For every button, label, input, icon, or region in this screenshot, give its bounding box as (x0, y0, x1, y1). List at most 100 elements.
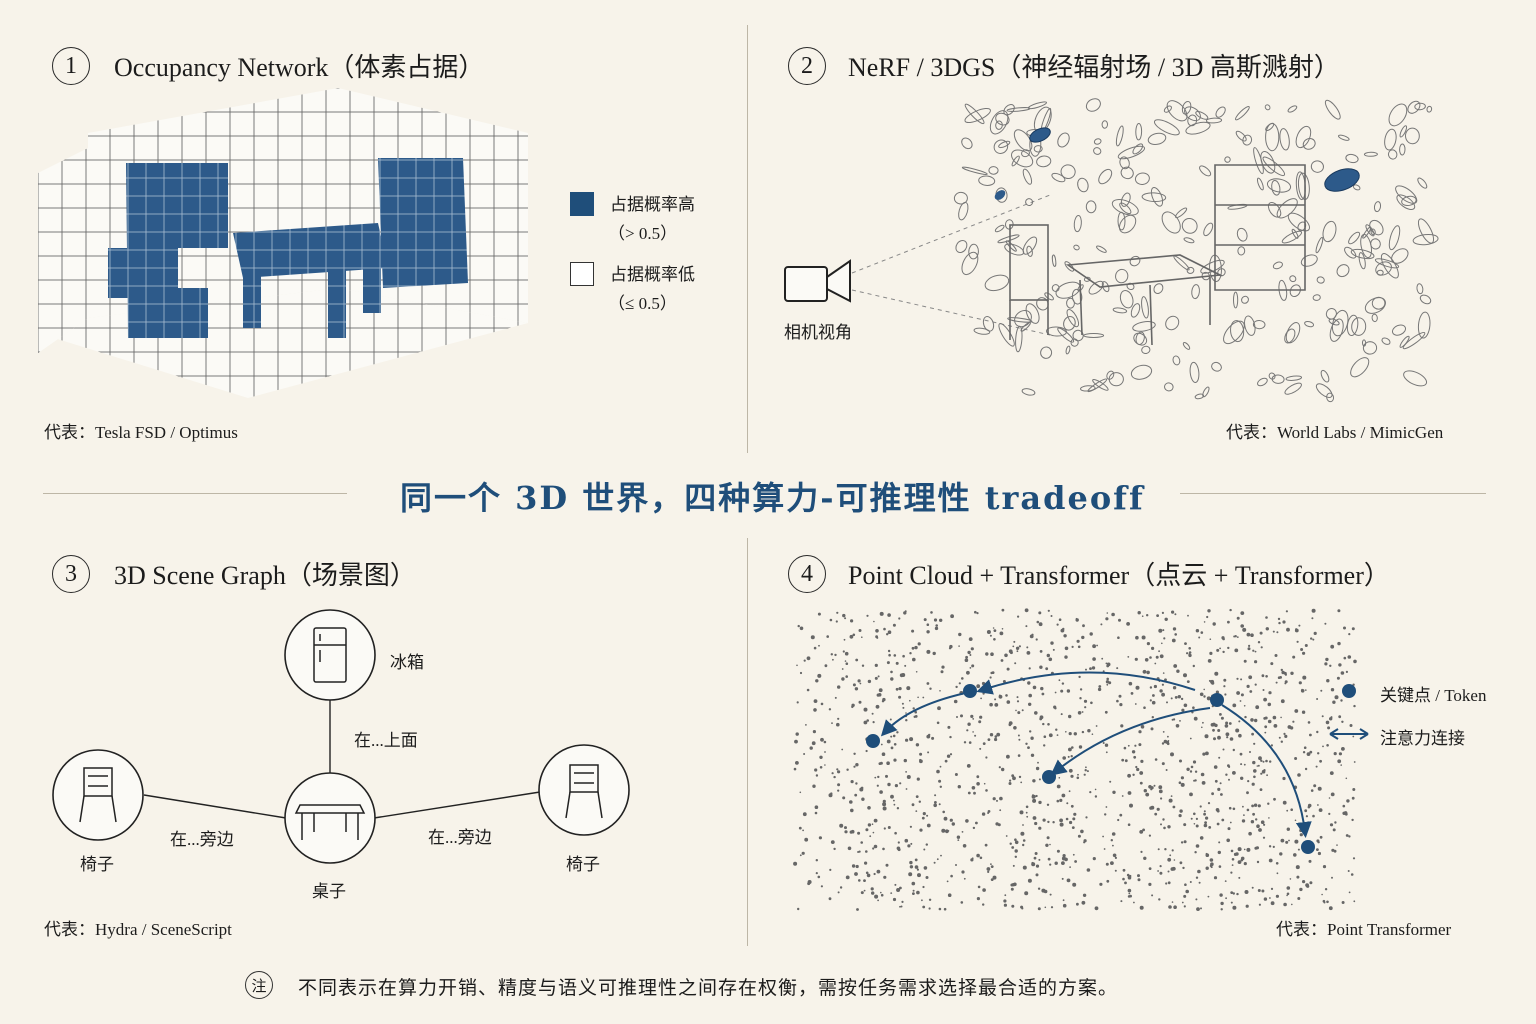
cloud-point (983, 782, 986, 785)
gaussian-splat (1233, 291, 1239, 309)
gaussian-splat (1253, 147, 1264, 175)
cloud-point (1114, 856, 1117, 859)
cloud-point (811, 741, 816, 746)
gaussian-splat (1199, 165, 1212, 177)
cloud-point (855, 782, 858, 785)
cloud-point (1267, 802, 1270, 805)
cloud-point (938, 803, 941, 806)
cloud-point (833, 847, 836, 851)
cloud-point (874, 676, 878, 680)
cloud-point (1268, 858, 1273, 863)
cloud-point (1186, 652, 1189, 655)
cloud-point (1207, 802, 1211, 805)
cloud-point (1043, 744, 1046, 747)
gaussian-splat (1361, 339, 1367, 347)
cloud-point (1280, 699, 1285, 704)
cloud-point (899, 886, 902, 890)
panel-3-representative: 代表：Hydra / SceneScript (44, 920, 232, 939)
cloud-point (987, 812, 990, 814)
cloud-point (1029, 634, 1034, 639)
cloud-point (1256, 824, 1260, 828)
cloud-point (1232, 703, 1237, 708)
cloud-point (1317, 786, 1322, 791)
cloud-point (1168, 798, 1173, 803)
cloud-point (987, 738, 991, 741)
gaussian-splat (1093, 147, 1102, 155)
cloud-point (865, 749, 868, 753)
cloud-point (1074, 860, 1077, 863)
cloud-point (820, 702, 824, 706)
cloud-point (796, 701, 799, 704)
cloud-point (1038, 778, 1041, 781)
cloud-point (1326, 744, 1329, 747)
cloud-point (1282, 800, 1287, 805)
gaussian-splat (1057, 327, 1075, 343)
cloud-point (1329, 771, 1334, 775)
cloud-point (889, 718, 892, 721)
cloud-point (1154, 758, 1158, 761)
cloud-point (1104, 743, 1109, 747)
cloud-point (1258, 828, 1262, 832)
cloud-point (966, 670, 970, 675)
cloud-point (1179, 759, 1182, 763)
cloud-point (818, 644, 820, 647)
cloud-point (974, 734, 977, 737)
cloud-point (1055, 728, 1058, 731)
cloud-point (1298, 624, 1301, 627)
cloud-point (1155, 655, 1159, 659)
gaussian-splat (1172, 355, 1181, 366)
cloud-point (1170, 795, 1173, 797)
gaussian-splat (1120, 166, 1134, 180)
gaussian-splat (1241, 295, 1249, 304)
cloud-point (1104, 710, 1108, 714)
cloud-point (902, 706, 905, 709)
gaussian-splat (1403, 370, 1428, 387)
gaussian-splat (982, 316, 995, 332)
cloud-point (1299, 887, 1303, 892)
cloud-point (1068, 790, 1071, 793)
cloud-point (989, 676, 992, 679)
cloud-point (970, 858, 974, 862)
cloud-point (1039, 717, 1043, 721)
cloud-point (1246, 632, 1251, 637)
cloud-point (1133, 755, 1137, 759)
gaussian-splat (1395, 185, 1418, 204)
gaussian-splat (1392, 324, 1406, 336)
fridge-icon (313, 627, 347, 683)
gaussian-splat (1141, 192, 1167, 203)
cloud-point (1014, 840, 1019, 845)
cloud-point (879, 790, 883, 794)
cloud-point (1194, 770, 1198, 773)
gaussian-splat (1025, 198, 1034, 207)
cloud-point (1047, 723, 1050, 726)
cloud-point (990, 863, 992, 865)
cloud-point (1307, 821, 1311, 825)
gaussian-splat (1119, 290, 1134, 309)
cloud-point (947, 893, 952, 897)
gaussian-splat (1350, 248, 1375, 260)
cloud-point (1117, 636, 1120, 639)
cloud-point (1296, 875, 1300, 879)
cloud-point (1035, 794, 1038, 798)
cloud-point (941, 665, 945, 669)
cloud-point (1068, 747, 1072, 752)
cloud-point (1309, 733, 1312, 737)
cloud-point (1081, 900, 1086, 905)
cloud-point (915, 810, 918, 812)
gaussian-splat (1369, 219, 1384, 236)
gaussian-splat (1205, 117, 1223, 124)
cloud-point (1250, 633, 1254, 637)
cloud-point (909, 825, 912, 828)
cloud-point (990, 652, 994, 656)
cloud-point (874, 663, 878, 667)
cloud-point (1120, 900, 1123, 903)
cloud-point (1151, 700, 1156, 705)
cloud-point (1054, 861, 1058, 865)
cloud-point (1302, 651, 1306, 655)
gaussian-splat (1022, 168, 1033, 185)
cloud-point (877, 899, 879, 902)
cloud-point (1341, 901, 1345, 904)
cloud-point (1214, 779, 1218, 783)
cloud-point (963, 741, 967, 744)
cloud-point (958, 645, 960, 647)
